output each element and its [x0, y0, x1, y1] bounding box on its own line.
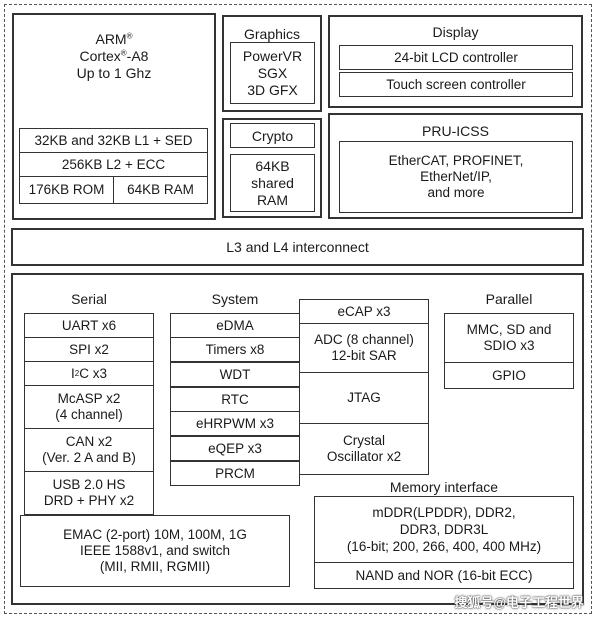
touch-screen-controller: Touch screen controller — [339, 72, 573, 97]
ram-block: 64KB RAM — [113, 176, 208, 204]
system-title: System — [211, 291, 259, 307]
l2-cache: 256KB L2 + ECC — [19, 152, 208, 177]
edma-block: eDMA — [170, 313, 300, 338]
display-title: Display — [432, 24, 479, 40]
graphics-title: Graphics — [243, 26, 301, 42]
usb-block: USB 2.0 HS DRD + PHY x2 — [24, 471, 154, 515]
uart-block: UART x6 — [24, 313, 154, 338]
graphics-gpu: PowerVR SGX 3D GFX — [230, 42, 315, 104]
l3-l4-interconnect: L3 and L4 interconnect — [11, 228, 584, 266]
arm-speed: Up to 1 Ghz — [76, 65, 152, 81]
emac-block: EMAC (2-port) 10M, 100M, 1G IEEE 1588v1,… — [20, 515, 290, 587]
arm-title: ARM® — [95, 31, 133, 47]
pru-icss-title: PRU-ICSS — [422, 123, 489, 139]
timers-block: Timers x8 — [170, 337, 300, 362]
can-block: CAN x2 (Ver. 2 A and B) — [24, 428, 154, 472]
rtc-block: RTC — [170, 387, 300, 412]
ehrpwm-block: eHRPWM x3 — [170, 411, 300, 436]
mcasp-block: McASP x2 (4 channel) — [24, 385, 154, 429]
eqep-block: eQEP x3 — [170, 436, 300, 461]
lcd-controller: 24-bit LCD controller — [339, 45, 573, 70]
memory-interface-title: Memory interface — [389, 479, 499, 495]
prcm-block: PRCM — [170, 461, 300, 486]
shared-ram-block: 64KB shared RAM — [230, 154, 315, 212]
interconnect-label: L3 and L4 interconnect — [226, 239, 369, 255]
parallel-title: Parallel — [485, 291, 533, 307]
block-diagram-frame — [4, 4, 592, 614]
watermark: 搜狐号@电子工程世界 — [454, 595, 584, 610]
ecap-block: eCAP x3 — [299, 299, 429, 324]
gpio-block: GPIO — [444, 362, 574, 389]
pru-protocols: EtherCAT, PROFINET, EtherNet/IP, and mor… — [339, 141, 573, 213]
mmc-sd-block: MMC, SD and SDIO x3 — [444, 313, 574, 363]
nand-nor-block: NAND and NOR (16-bit ECC) — [314, 562, 574, 589]
ddr-block: mDDR(LPDDR), DDR2, DDR3, DDR3L (16-bit; … — [314, 496, 574, 563]
adc-block: ADC (8 channel) 12-bit SAR — [299, 323, 429, 373]
crypto-block: Crypto — [230, 123, 315, 148]
serial-title: Serial — [71, 291, 107, 307]
crystal-oscillator-block: Crystal Oscillator x2 — [299, 423, 429, 475]
arm-core-name: Cortex®-A8 — [79, 48, 149, 64]
l1-cache: 32KB and 32KB L1 + SED — [19, 128, 208, 153]
rom-block: 176KB ROM — [19, 176, 114, 204]
spi-block: SPI x2 — [24, 337, 154, 362]
wdt-block: WDT — [170, 362, 300, 387]
jtag-block: JTAG — [299, 372, 429, 424]
